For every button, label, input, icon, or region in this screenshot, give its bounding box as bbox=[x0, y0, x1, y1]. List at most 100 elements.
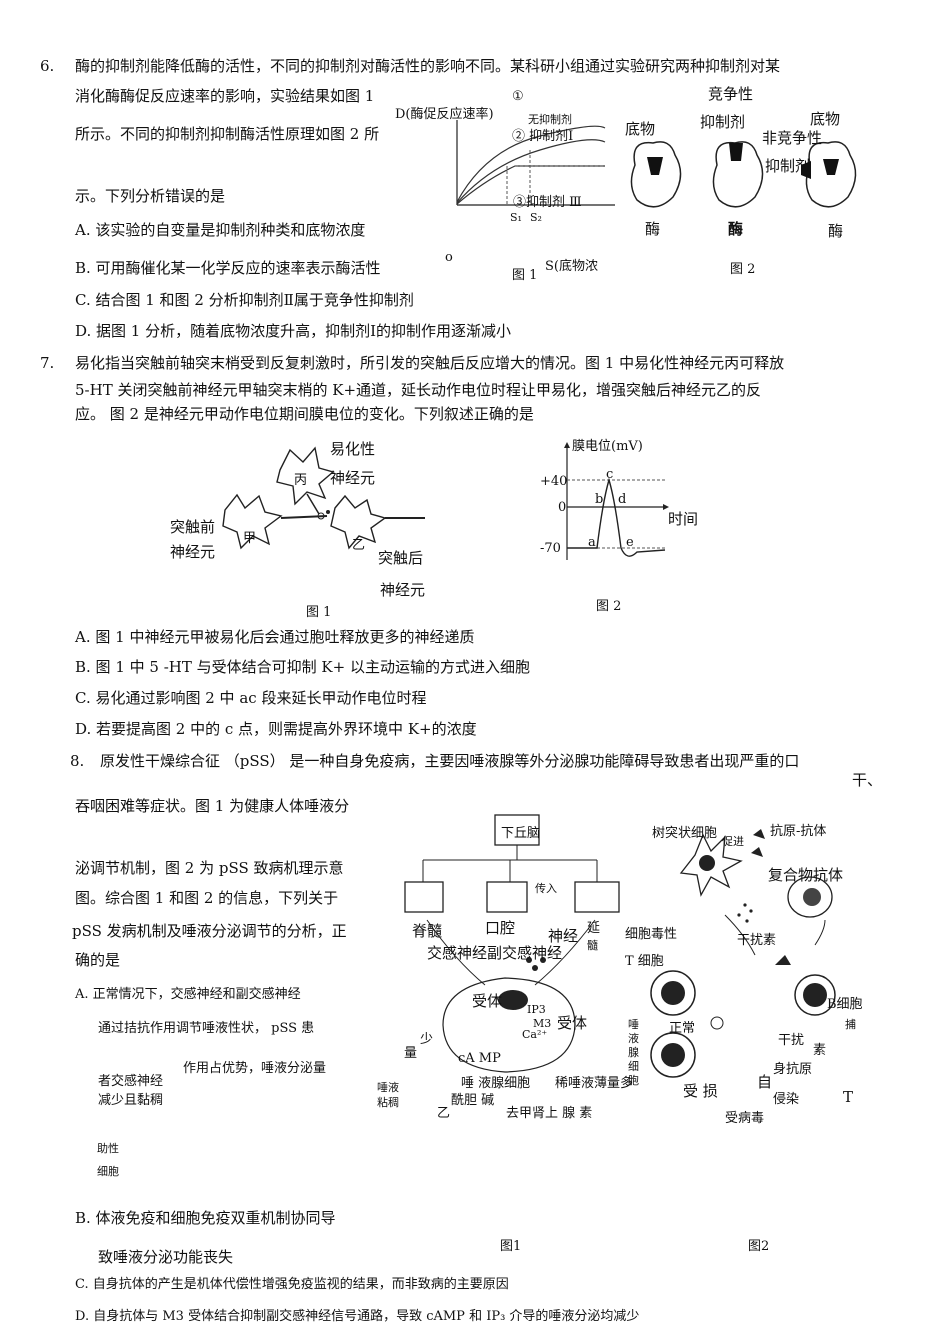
q7-number: 7. bbox=[40, 354, 55, 372]
q7-option-d[interactable]: D. 若要提高图 2 中的 c 点，则需提高外界环境中 K+的浓度 bbox=[75, 720, 477, 738]
q8-fig1-acetylcholine: 酰胆 碱 bbox=[451, 1093, 495, 1108]
q8-option-b-line-1[interactable]: B. 体液免疫和细胞免疫双重机制协同导 bbox=[75, 1209, 336, 1227]
q8-fig2-complex-antibody: 复合物抗体 bbox=[768, 866, 844, 884]
q6-fig2-enzyme-1: 酶 bbox=[645, 220, 661, 238]
q6-stem-line-1: 酶的抑制剂能降低酶的活性，不同的抑制剂对酶活性的影响不同。某科研小组通过实验研究… bbox=[75, 57, 781, 75]
q8-stem-line-6: 确的是 bbox=[75, 951, 121, 969]
q6-stem-line-3: 所示。不同的抑制剂抑制酶活性原理如图 2 所 bbox=[75, 125, 380, 143]
q6-fig2-enzyme-2: 酶 bbox=[728, 220, 744, 238]
q6-fig1-s2: S₂ bbox=[530, 211, 542, 224]
q8-fig2-gland-3: 腺 bbox=[628, 1046, 639, 1059]
q8-number: 8. bbox=[70, 752, 85, 770]
q8-fig2-gland-2: 液 bbox=[628, 1032, 639, 1045]
q8-fig2-ctl-1: 细胞毒性 bbox=[625, 927, 678, 942]
q7-fig1-facilitating-2: 神经元 bbox=[330, 469, 376, 487]
q7-fig2-y-label: 膜电位(mV) bbox=[572, 439, 643, 454]
q7-stem-line-3: 应。 图 2 是神经元甲动作电位期间膜电位的变化。下列叙述正确的是 bbox=[75, 405, 534, 423]
q8-fig2-interferon: 干扰素 bbox=[737, 933, 777, 948]
q6-fig2-caption: 图 2 bbox=[730, 262, 756, 277]
q8-fig2-autoantigen-1: 自 bbox=[757, 1073, 773, 1091]
q7-option-a[interactable]: A. 图 1 中神经元甲被易化后会通过胞吐释放更多的神经递质 bbox=[75, 628, 475, 646]
q8-stem-line-4: 图。综合图 1 和图 2 的信息，下列关于 bbox=[75, 889, 339, 907]
q6-fig2-noncompetitive: 非竞争性 bbox=[762, 129, 823, 147]
q7-fig2-x-label: 时间 bbox=[668, 510, 699, 528]
q7-fig1-postsynaptic-1: 突触后 bbox=[378, 549, 424, 567]
q8-fig1-hypothalamus: 下丘脑 bbox=[501, 826, 541, 841]
q7-fig2-tick-minus70: -70 bbox=[540, 541, 561, 556]
q8-fig1-saliva-thick-1: 唾液 bbox=[377, 1081, 399, 1094]
q8-stem-line-1b: 干、 bbox=[852, 771, 883, 789]
q8-fig1-saliva-thin: 稀唾液薄量多 bbox=[555, 1076, 634, 1091]
q7-fig2-point-c: c bbox=[606, 467, 614, 482]
q8-option-c[interactable]: C. 自身抗体的产生是机体代偿性增强免疫监视的结果，而非致病的主要原因 bbox=[75, 1277, 509, 1292]
q7-fig2-tick-plus40: +40 bbox=[540, 474, 568, 489]
q8-option-d[interactable]: D. 自身抗体与 M3 受体结合抑制副交感神经信号通路，导致 cAMP 和 IP… bbox=[75, 1309, 640, 1324]
q8-fig2-interferon-2b: 素 bbox=[813, 1043, 827, 1058]
q8-stem-line-1: 原发性干燥综合征 （pSS） 是一种自身免疫病，主要因唾液腺等外分泌腺功能障碍导… bbox=[100, 752, 800, 770]
q8-fig1-caption: 图1 bbox=[500, 1239, 522, 1254]
q6-option-b[interactable]: B. 可用酶催化某一化学反应的速率表示酶活性 bbox=[75, 259, 381, 277]
q7-fig1-postsynaptic-2: 神经元 bbox=[380, 581, 426, 599]
q8-fig2-promote: 促进 bbox=[722, 835, 744, 848]
q7-fig1-neuron-diagram bbox=[222, 446, 425, 550]
q6-number: 6. bbox=[40, 57, 55, 75]
q8-fig1-salivary-cell: 唾 液腺细胞 bbox=[461, 1076, 531, 1091]
q8-fig1-m3: M3 bbox=[533, 1017, 552, 1030]
q8-fig1-ca: Ca²⁺ bbox=[522, 1028, 548, 1041]
q8-fig1-ip3: IP3 bbox=[527, 1003, 546, 1016]
q8-fig1-mouth: 口腔 bbox=[485, 919, 516, 937]
q8-fig2-infect-1: 侵染 bbox=[773, 1092, 800, 1107]
q8-option-a-line-6: 助性 bbox=[97, 1142, 119, 1155]
q8-fig2-ctl-2: T 细胞 bbox=[625, 954, 664, 969]
q8-option-a-line-7: 细胞 bbox=[97, 1165, 119, 1178]
q6-fig2-inhibitor-label-2: 抑制剂 bbox=[765, 157, 811, 175]
q8-fig2-autoantigen-2: 身抗原 bbox=[773, 1062, 813, 1077]
q8-fig2-normal: 正常 bbox=[669, 1021, 696, 1036]
q7-stem-line-1: 易化指当突触前轴突末梢受到反复刺激时，所引发的突触后反应增大的情况。图 1 中易… bbox=[75, 354, 785, 372]
q7-fig1-presynaptic-1: 突触前 bbox=[170, 518, 216, 536]
q6-fig2-inhibitor-label: 抑制剂 bbox=[700, 113, 746, 131]
q6-option-c[interactable]: C. 结合图 1 和图 2 分析抑制剂Ⅱ属于竞争性抑制剂 bbox=[75, 291, 414, 309]
q8-fig2-capture: 捕 bbox=[845, 1018, 856, 1031]
q7-option-b[interactable]: B. 图 1 中 5 -HT 与受体结合可抑制 K+ 以主动运输的方式进入细胞 bbox=[75, 658, 530, 676]
q7-fig2-point-b: b bbox=[595, 492, 604, 507]
q8-fig2-infect-2: 受病毒 bbox=[725, 1111, 765, 1126]
q8-fig2-antigen-antibody: 抗原-抗体 bbox=[770, 824, 827, 839]
q8-stem-line-3: 泌调节机制，图 2 为 pSS 致病机理示意 bbox=[75, 859, 344, 877]
q8-fig2-t: T bbox=[843, 1088, 854, 1106]
q6-fig1-origin: o bbox=[445, 250, 453, 265]
q8-option-a-line-5: 减少且黏稠 bbox=[98, 1093, 164, 1108]
q7-fig2-tick-zero: 0 bbox=[558, 500, 567, 515]
q6-option-d[interactable]: D. 据图 1 分析，随着底物浓度升高，抑制剂Ⅰ的抑制作用逐渐减小 bbox=[75, 322, 512, 340]
q6-fig2-substrate-left: 底物 bbox=[625, 120, 656, 138]
q7-fig2-potential-graph bbox=[564, 442, 669, 560]
q6-fig2-enzyme-diagram bbox=[630, 141, 857, 208]
q7-fig2-point-a: a bbox=[588, 535, 596, 550]
q8-fig1-nerve: 神经 bbox=[548, 927, 579, 945]
q6-fig1-inhibitor-1: ② 抑制剂Ⅰ bbox=[512, 129, 574, 144]
q8-fig1-receptor: 受体 bbox=[472, 992, 503, 1010]
q7-fig1-presynaptic-2: 神经元 bbox=[170, 543, 216, 561]
q8-fig1-sympathetic: 交感神经副交感神经 bbox=[427, 944, 563, 962]
q8-fig2-gland-5: 胞 bbox=[628, 1074, 639, 1087]
q6-fig1-circle-1: ① bbox=[512, 89, 524, 104]
q7-stem-line-2: 5-HT 关闭突触前神经元甲轴突末梢的 K+通道，延长动作电位时程让甲易化，增强… bbox=[75, 381, 762, 399]
q6-option-a[interactable]: A. 该实验的自变量是抑制剂种类和底物浓度 bbox=[75, 221, 366, 239]
q6-stem-line-2: 消化酶酶促反应速率的影响，实验结果如图 1 bbox=[75, 87, 375, 105]
q8-stem-line-2: 吞咽困难等症状。图 1 为健康人体唾液分 bbox=[75, 797, 350, 815]
q6-fig1-rate-graph bbox=[456, 120, 615, 206]
q7-fig2-point-d: d bbox=[618, 492, 627, 507]
q6-fig1-inhibitor-3: ③抑制剂 Ⅲ bbox=[513, 195, 582, 210]
q8-fig2-gland-4: 细 bbox=[628, 1060, 639, 1073]
q8-option-a-line-2: 通过拮抗作用调节唾液性状， pSS 患 bbox=[98, 1021, 315, 1036]
q6-fig2-substrate-right: 底物 bbox=[810, 110, 841, 128]
q8-fig2-mechanism-diagram bbox=[650, 829, 836, 1078]
q7-option-c[interactable]: C. 易化通过影响图 2 中 ac 段来延长甲动作电位时程 bbox=[75, 689, 427, 707]
q8-fig1-yi: 乙 bbox=[437, 1106, 451, 1121]
q8-fig1-saliva-thick-2: 粘稠 bbox=[377, 1096, 399, 1109]
q7-fig2-caption: 图 2 bbox=[596, 599, 622, 614]
q8-stem-line-5: pSS 发病机制及唾液分泌调节的分析，正 bbox=[72, 922, 347, 940]
q8-fig1-receptor-2: 受体 bbox=[557, 1014, 588, 1032]
q8-option-a-line-1[interactable]: A. 正常情况下，交感神经和副交感神经 bbox=[75, 987, 301, 1002]
q6-fig1-no-inhibitor: 无抑制剂 bbox=[528, 113, 572, 126]
